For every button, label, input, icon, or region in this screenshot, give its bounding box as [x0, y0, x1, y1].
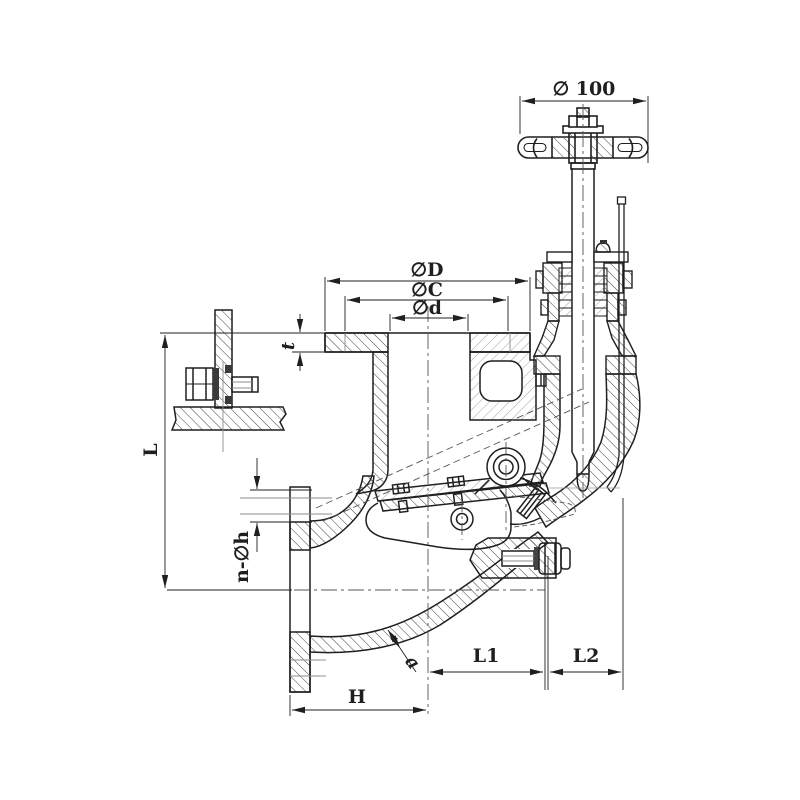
detail-bolt-shank — [231, 376, 259, 393]
dim-label-handwheel-diameter: ∅ 100 — [553, 78, 616, 100]
detail-base — [170, 406, 287, 431]
disc-weight — [365, 502, 512, 551]
body-right-wall — [534, 373, 641, 529]
dim-label-bore: ∅d — [412, 297, 442, 319]
dim-wall-a-arrow2 — [390, 633, 401, 649]
dim-label-L1: L1 — [473, 645, 500, 667]
dimension-labels: ∅ 100 ∅D ∅C ∅d t L n-∅h a H L1 L2 — [140, 78, 615, 708]
inlet-upper-wall — [309, 475, 375, 549]
top-flange — [324, 332, 531, 353]
tube-left-wall — [355, 351, 389, 495]
arm-open-ghost — [511, 495, 576, 528]
dim-label-flange-thickness: t — [278, 341, 299, 350]
drain-boss — [469, 537, 571, 579]
dimension-annotations — [160, 96, 649, 716]
bonnet-neck-right — [606, 320, 638, 357]
hinge-bearing — [492, 453, 520, 481]
arm-pin — [515, 486, 547, 520]
bridge-recess — [479, 360, 523, 402]
dim-label-flange-to-center: H — [348, 686, 366, 708]
packing-rings — [558, 267, 608, 317]
detail-bolt — [185, 365, 259, 404]
disc-open-ghost-1 — [315, 388, 583, 509]
seat-bolt-right — [446, 475, 466, 507]
dim-label-flange-outer: ∅D — [410, 259, 443, 281]
dim-label-L2: L2 — [573, 645, 600, 667]
disc-open-ghost-2 — [322, 401, 590, 522]
hinge-arm — [509, 477, 557, 526]
gland-screw — [595, 242, 611, 253]
bonnet-neck-left — [532, 320, 560, 357]
drain-bolt-washer — [534, 547, 539, 570]
dim-label-overall-height: L — [140, 443, 162, 456]
rim-slot-left — [523, 142, 547, 153]
bonnet-flange-right — [605, 355, 637, 375]
dim-label-wall-thickness: a — [400, 652, 424, 674]
valve-body — [289, 332, 641, 693]
gland-packing-assembly — [532, 240, 638, 387]
inlet-flange — [289, 486, 311, 693]
hole-lines — [240, 333, 511, 677]
dim-label-bolt-circle: ∅C — [411, 279, 443, 301]
bonnet-flange-left — [533, 355, 561, 375]
seat-plate-lower — [379, 482, 550, 512]
mounting-detail-view — [170, 309, 287, 452]
rim-slot-right — [617, 142, 643, 153]
centerlines — [240, 104, 620, 714]
dim-label-bolt-holes: n-∅h — [231, 531, 253, 583]
